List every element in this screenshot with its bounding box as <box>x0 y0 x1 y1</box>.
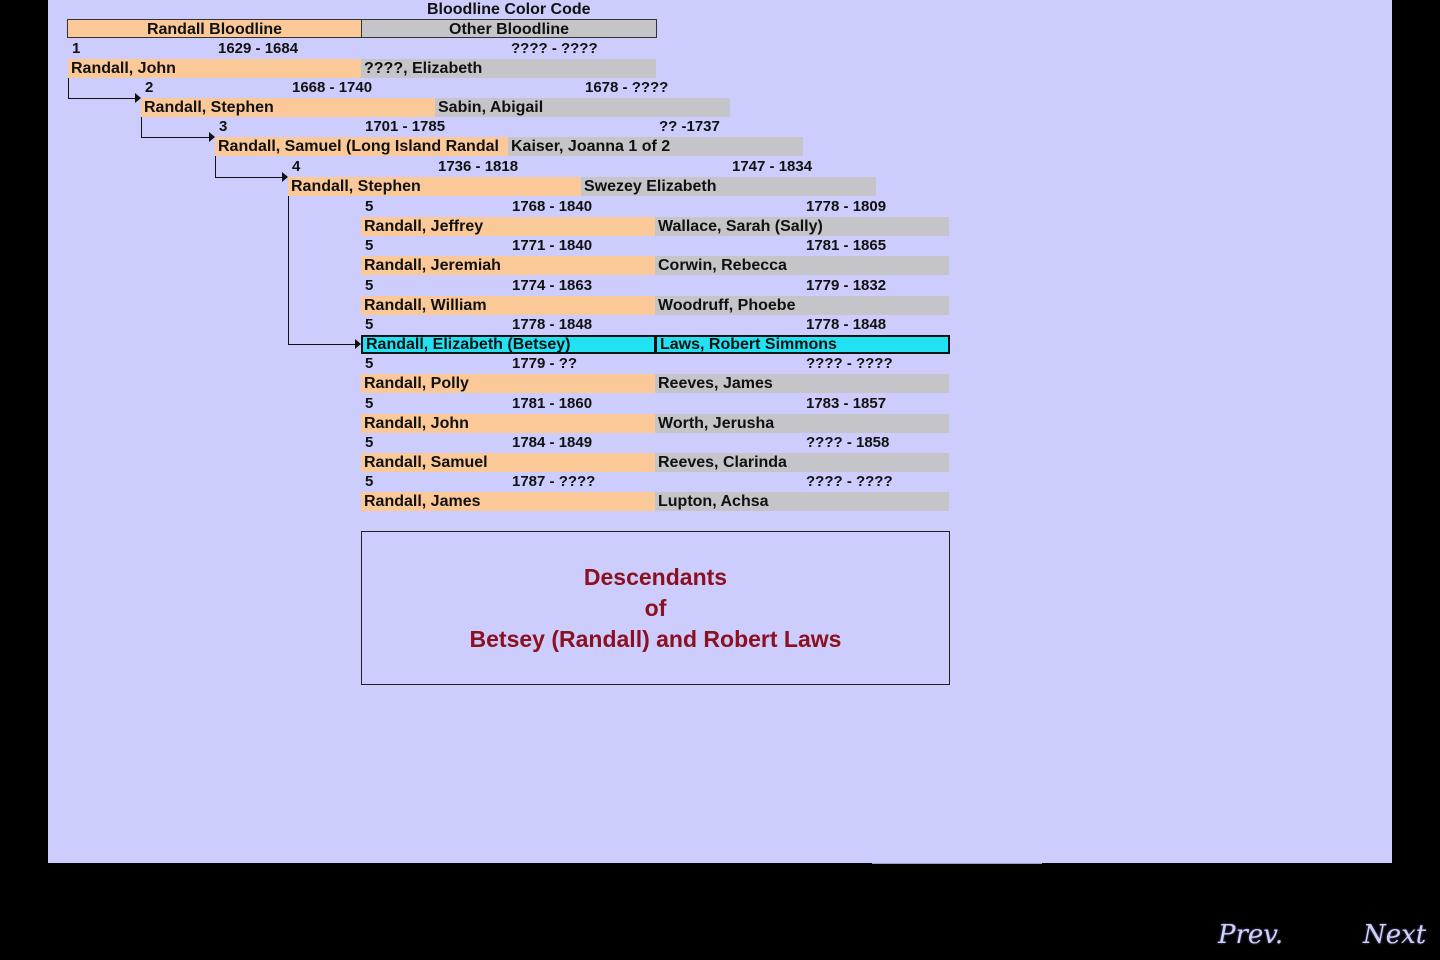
child-name-bar: Randall, Samuel <box>361 453 655 472</box>
child-name-bar: Randall, Polly <box>361 374 655 393</box>
child-generation-number: 5 <box>365 277 374 294</box>
descent-arrow <box>355 339 361 349</box>
descent-connector <box>68 78 136 99</box>
spouse-life-dates: ???? - ???? <box>511 40 598 57</box>
child-life-dates: 1768 - 1840 <box>512 198 593 215</box>
title-line-2: of <box>644 594 667 621</box>
generation-number: 4 <box>292 158 301 175</box>
pedigree-slide: Bloodline Color Code Randall Bloodline O… <box>48 0 1392 863</box>
life-dates: 1736 - 1818 <box>438 158 519 175</box>
life-dates: 1668 - 1740 <box>292 79 373 96</box>
child-spouse-life-dates: 1781 - 1865 <box>806 237 887 254</box>
legend-randall-bloodline: Randall Bloodline <box>67 19 362 38</box>
child-name-bar: Randall, James <box>361 492 655 511</box>
person-name-bar: Randall, Stephen <box>288 177 581 196</box>
prev-button[interactable]: Prev. <box>1218 920 1284 950</box>
spouse-life-dates: ?? -1737 <box>659 118 720 135</box>
child-spouse-life-dates: ???? - 1858 <box>806 434 890 451</box>
descent-connector <box>288 196 356 345</box>
child-name-bar-highlighted: Randall, Elizabeth (Betsey) <box>361 335 656 354</box>
child-spouse-life-dates: 1778 - 1809 <box>806 198 887 215</box>
child-spouse-bar: Reeves, James <box>655 374 949 393</box>
child-life-dates: 1779 - ?? <box>512 355 578 372</box>
child-spouse-life-dates: ???? - ???? <box>806 473 893 490</box>
child-life-dates: 1787 - ???? <box>512 473 596 490</box>
child-life-dates: 1781 - 1860 <box>512 395 593 412</box>
child-life-dates: 1784 - 1849 <box>512 434 593 451</box>
descent-connector <box>215 156 283 178</box>
child-name-bar: Randall, Jeffrey <box>361 217 655 236</box>
child-life-dates: 1778 - 1848 <box>512 316 593 333</box>
person-name-bar: Randall, Stephen <box>141 98 435 117</box>
child-spouse-life-dates: 1779 - 1832 <box>806 277 887 294</box>
child-spouse-bar: Corwin, Rebecca <box>655 256 949 275</box>
descent-arrow <box>135 93 141 103</box>
child-spouse-bar-highlighted: Laws, Robert Simmons <box>655 335 950 354</box>
spouse-name-bar: Swezey Elizabeth <box>581 177 876 196</box>
child-generation-number: 5 <box>365 434 374 451</box>
life-dates: 1629 - 1684 <box>218 40 299 57</box>
child-generation-number: 5 <box>365 198 374 215</box>
spouse-name-bar: Kaiser, Joanna 1 of 2 <box>508 137 803 156</box>
descendants-title-box: Descendants of Betsey (Randall) and Robe… <box>361 531 950 685</box>
child-generation-number: 5 <box>365 355 374 372</box>
child-life-dates: 1771 - 1840 <box>512 237 593 254</box>
generation-number: 3 <box>219 118 228 135</box>
descent-arrow <box>209 132 215 142</box>
child-name-bar: Randall, John <box>361 414 655 433</box>
child-spouse-life-dates: 1783 - 1857 <box>806 395 887 412</box>
child-life-dates: 1774 - 1863 <box>512 277 593 294</box>
child-generation-number: 5 <box>365 473 374 490</box>
spouse-name-bar: ????, Elizabeth <box>361 59 656 78</box>
person-name-bar: Randall, Samuel (Long Island Randal <box>215 137 508 156</box>
child-spouse-life-dates: 1778 - 1848 <box>806 316 887 333</box>
child-generation-number: 5 <box>365 395 374 412</box>
child-spouse-bar: Lupton, Achsa <box>655 492 949 511</box>
legend-other-bloodline: Other Bloodline <box>361 19 657 38</box>
bottom-edge-line <box>872 863 1042 864</box>
child-spouse-bar: Reeves, Clarinda <box>655 453 949 472</box>
descent-arrow <box>282 172 288 182</box>
legend-title: Bloodline Color Code <box>427 1 591 18</box>
child-generation-number: 5 <box>365 316 374 333</box>
next-button[interactable]: Next <box>1363 920 1427 950</box>
generation-number: 1 <box>72 40 81 57</box>
child-spouse-bar: Worth, Jerusha <box>655 414 949 433</box>
title-line-1: Descendants <box>583 563 728 590</box>
child-generation-number: 5 <box>365 237 374 254</box>
person-name-bar: Randall, John <box>68 59 361 78</box>
child-spouse-bar: Wallace, Sarah (Sally) <box>655 217 949 236</box>
descent-connector <box>141 117 210 138</box>
spouse-life-dates: 1747 - 1834 <box>732 158 813 175</box>
spouse-name-bar: Sabin, Abigail <box>435 98 730 117</box>
child-spouse-life-dates: ???? - ???? <box>806 355 893 372</box>
title-line-3: Betsey (Randall) and Robert Laws <box>469 625 842 652</box>
child-spouse-bar: Woodruff, Phoebe <box>655 296 949 315</box>
child-name-bar: Randall, Jeremiah <box>361 256 655 275</box>
generation-number: 2 <box>145 79 154 96</box>
child-name-bar: Randall, William <box>361 296 655 315</box>
spouse-life-dates: 1678 - ???? <box>585 79 669 96</box>
life-dates: 1701 - 1785 <box>365 118 446 135</box>
